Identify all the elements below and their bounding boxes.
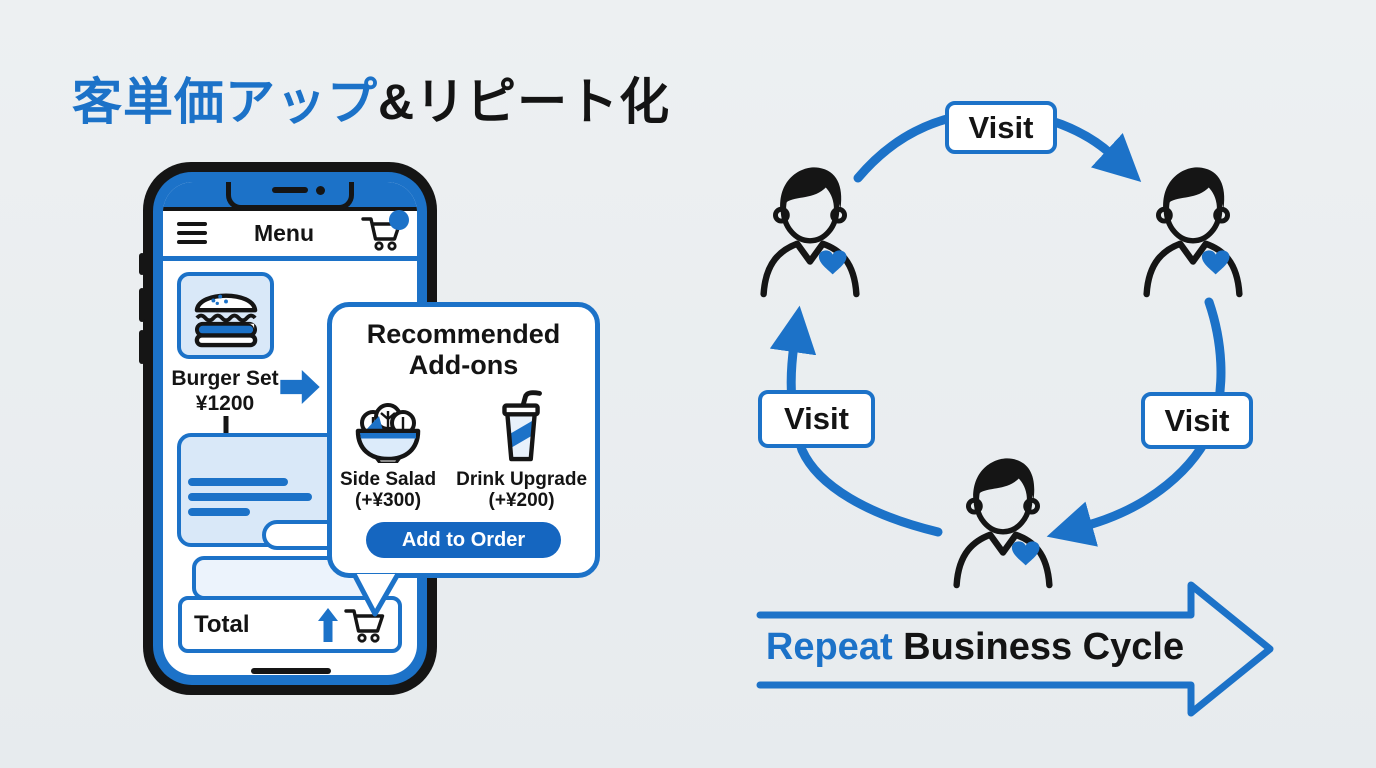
- item-price: ¥1200: [195, 392, 255, 415]
- visit-badge-right: Visit: [1141, 392, 1253, 449]
- customer-icon-right: [1134, 152, 1252, 300]
- header-cart-button[interactable]: [361, 210, 409, 253]
- addon-options: Side Salad (+¥300) Drink Upgrade (+¥200): [332, 389, 595, 512]
- popup-title: Recommended Add-ons: [366, 319, 561, 380]
- arc-left-visit: [769, 305, 943, 537]
- app-title: Menu: [253, 219, 315, 246]
- visit-badge-top: Visit: [945, 101, 1057, 154]
- menu-item-text: Burger Set ¥1200: [165, 366, 285, 416]
- menu-item-card[interactable]: [177, 272, 274, 359]
- total-bar: Total: [178, 596, 402, 653]
- addon-price: (+¥200): [488, 490, 555, 511]
- visit-badge-left: Visit: [758, 390, 875, 448]
- skeleton-line: [188, 508, 250, 516]
- skeleton-line: [188, 478, 288, 486]
- app-header: Menu: [163, 209, 417, 257]
- customer-icon-left: [751, 152, 869, 300]
- addon-drink-upgrade[interactable]: Drink Upgrade (+¥200): [456, 389, 587, 512]
- header-divider: [163, 256, 417, 261]
- hamburger-menu-icon[interactable]: [177, 222, 207, 244]
- item-name: Burger Set: [171, 367, 279, 390]
- total-label: Total: [194, 610, 250, 638]
- repeat-rest: Business Cycle: [892, 626, 1185, 668]
- page-title: 客単価アップ&リピート化: [72, 62, 670, 134]
- add-to-order-button[interactable]: Add to Order: [366, 522, 561, 558]
- repeat-cycle-arrow: [756, 581, 1274, 717]
- burger-icon: [194, 292, 257, 347]
- salad-bowl-icon: [355, 403, 421, 463]
- addon-side-salad[interactable]: Side Salad (+¥300): [340, 403, 436, 512]
- repeat-cycle-label: Repeat Business Cycle: [760, 626, 1190, 669]
- camera-dot: [316, 186, 325, 195]
- addon-name: Side Salad: [339, 469, 437, 490]
- up-arrow-icon: [318, 607, 338, 642]
- home-indicator[interactable]: [251, 668, 331, 674]
- cart-badge-dot: [389, 210, 409, 230]
- skeleton-line: [188, 493, 312, 501]
- phone-side-button: [139, 330, 145, 364]
- repeat-accent: Repeat: [765, 626, 893, 668]
- drink-cup-icon: [501, 390, 542, 462]
- title-accent: 客単価アップ: [72, 74, 378, 130]
- phone-notch: [226, 182, 354, 210]
- addon-popup: Recommended Add-ons Side Salad (+¥300): [327, 302, 600, 578]
- title-rest: &リピート化: [378, 74, 671, 130]
- phone-side-button: [139, 253, 145, 275]
- addon-name: Drink Upgrade: [456, 469, 588, 490]
- speaker-slot: [272, 187, 308, 193]
- addon-price: (+¥300): [355, 490, 422, 511]
- promo-arrow-icon: [280, 370, 320, 404]
- phone-side-button: [139, 288, 145, 322]
- popup-tail: [351, 572, 401, 617]
- customer-icon-bottom: [944, 443, 1062, 591]
